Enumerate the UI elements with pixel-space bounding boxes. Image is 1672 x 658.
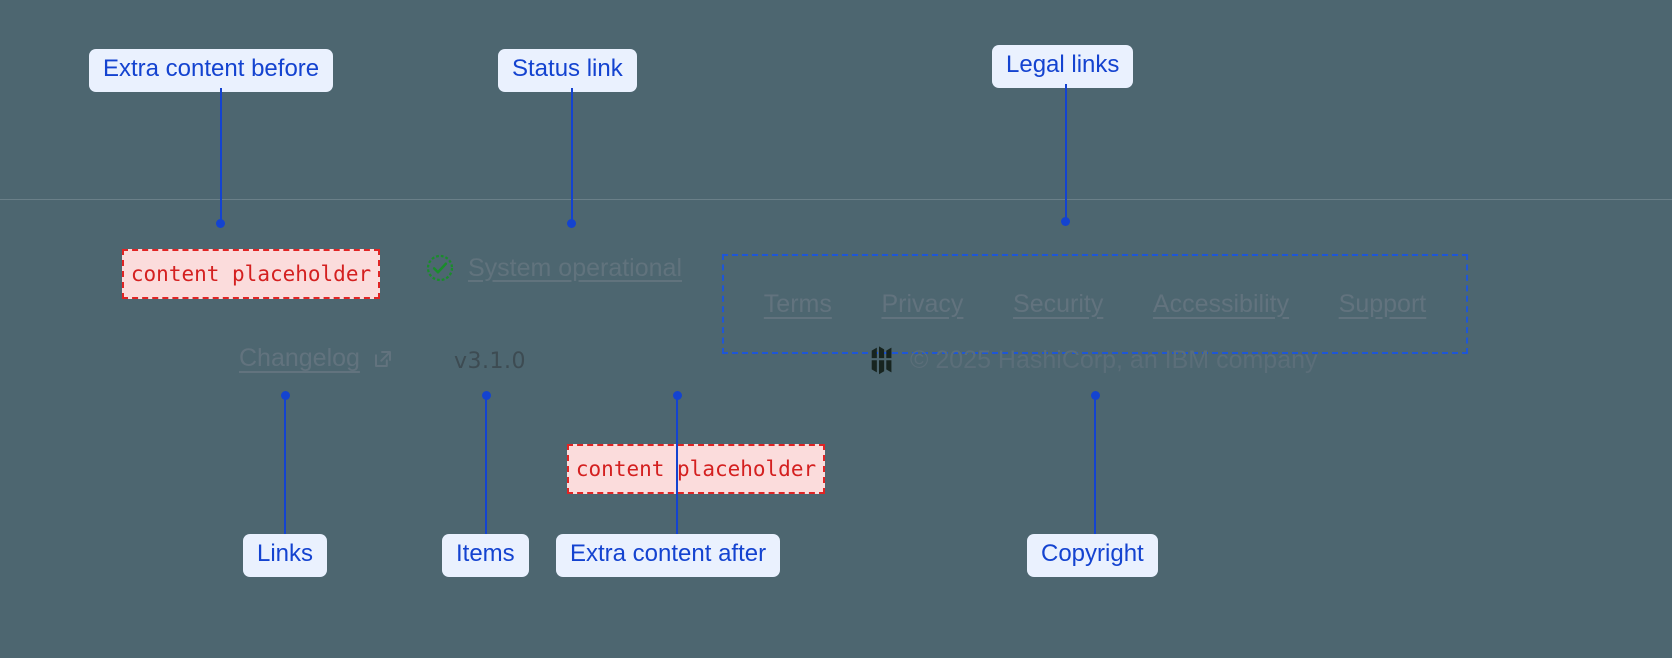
legal-link-terms[interactable]: Terms <box>763 289 832 318</box>
hashicorp-logo-icon <box>871 346 892 375</box>
status-link-label: System operational <box>468 253 683 282</box>
annotation-dot-copyright <box>1091 391 1100 400</box>
extra-content-before-slot: content placeholder <box>122 249 380 299</box>
annotation-dot-extra-content-before <box>216 219 225 228</box>
annotation-leader-copyright <box>1094 396 1096 534</box>
annotation-dot-status-link <box>567 219 576 228</box>
external-link-icon <box>374 350 391 367</box>
annotation-dot-legal-links <box>1061 217 1070 226</box>
annotation-label-items: Items <box>442 534 529 577</box>
status-link[interactable]: System operational <box>425 253 682 283</box>
annotation-leader-legal-links <box>1065 84 1067 221</box>
copyright-text: © 2025 HashiCorp, an IBM company <box>910 345 1318 374</box>
annotation-dot-extra-content-after <box>673 391 682 400</box>
legal-links-group: Terms Privacy Security Accessibility Sup… <box>722 254 1468 354</box>
legal-link-accessibility[interactable]: Accessibility <box>1152 289 1290 318</box>
version-item: v3.1.0 <box>454 349 526 374</box>
annotation-label-extra-content-before: Extra content before <box>89 49 334 92</box>
footer-row-primary: content placeholder System operational T… <box>0 236 1672 354</box>
changelog-link-label: Changelog <box>239 344 360 372</box>
check-circle-icon <box>426 254 454 282</box>
annotation-leader-status-link <box>571 88 573 223</box>
annotation-label-status-link: Status link <box>498 49 637 92</box>
annotation-leader-links <box>284 396 286 534</box>
copyright-block: © 2025 HashiCorp, an IBM company <box>868 345 1318 375</box>
annotation-label-copyright: Copyright <box>1027 534 1158 577</box>
legal-link-privacy[interactable]: Privacy <box>881 289 964 318</box>
annotation-label-extra-content-after: Extra content after <box>556 534 781 577</box>
footer-row-secondary: Changelog v3.1.0 content placeholder <box>0 340 1672 494</box>
legal-link-security[interactable]: Security <box>1013 289 1104 318</box>
annotation-leader-extra-content-after <box>676 396 678 534</box>
annotation-leader-extra-content-before <box>220 88 222 223</box>
footer-component: content placeholder System operational T… <box>0 199 1672 619</box>
annotation-label-legal-links: Legal links <box>992 45 1134 88</box>
annotation-label-links: Links <box>243 534 328 577</box>
changelog-link[interactable]: Changelog <box>239 344 395 373</box>
annotation-dot-items <box>482 391 491 400</box>
annotation-dot-links <box>281 391 290 400</box>
annotation-leader-items <box>485 396 487 534</box>
extra-content-after-slot: content placeholder <box>567 444 825 494</box>
legal-link-support[interactable]: Support <box>1338 289 1427 318</box>
